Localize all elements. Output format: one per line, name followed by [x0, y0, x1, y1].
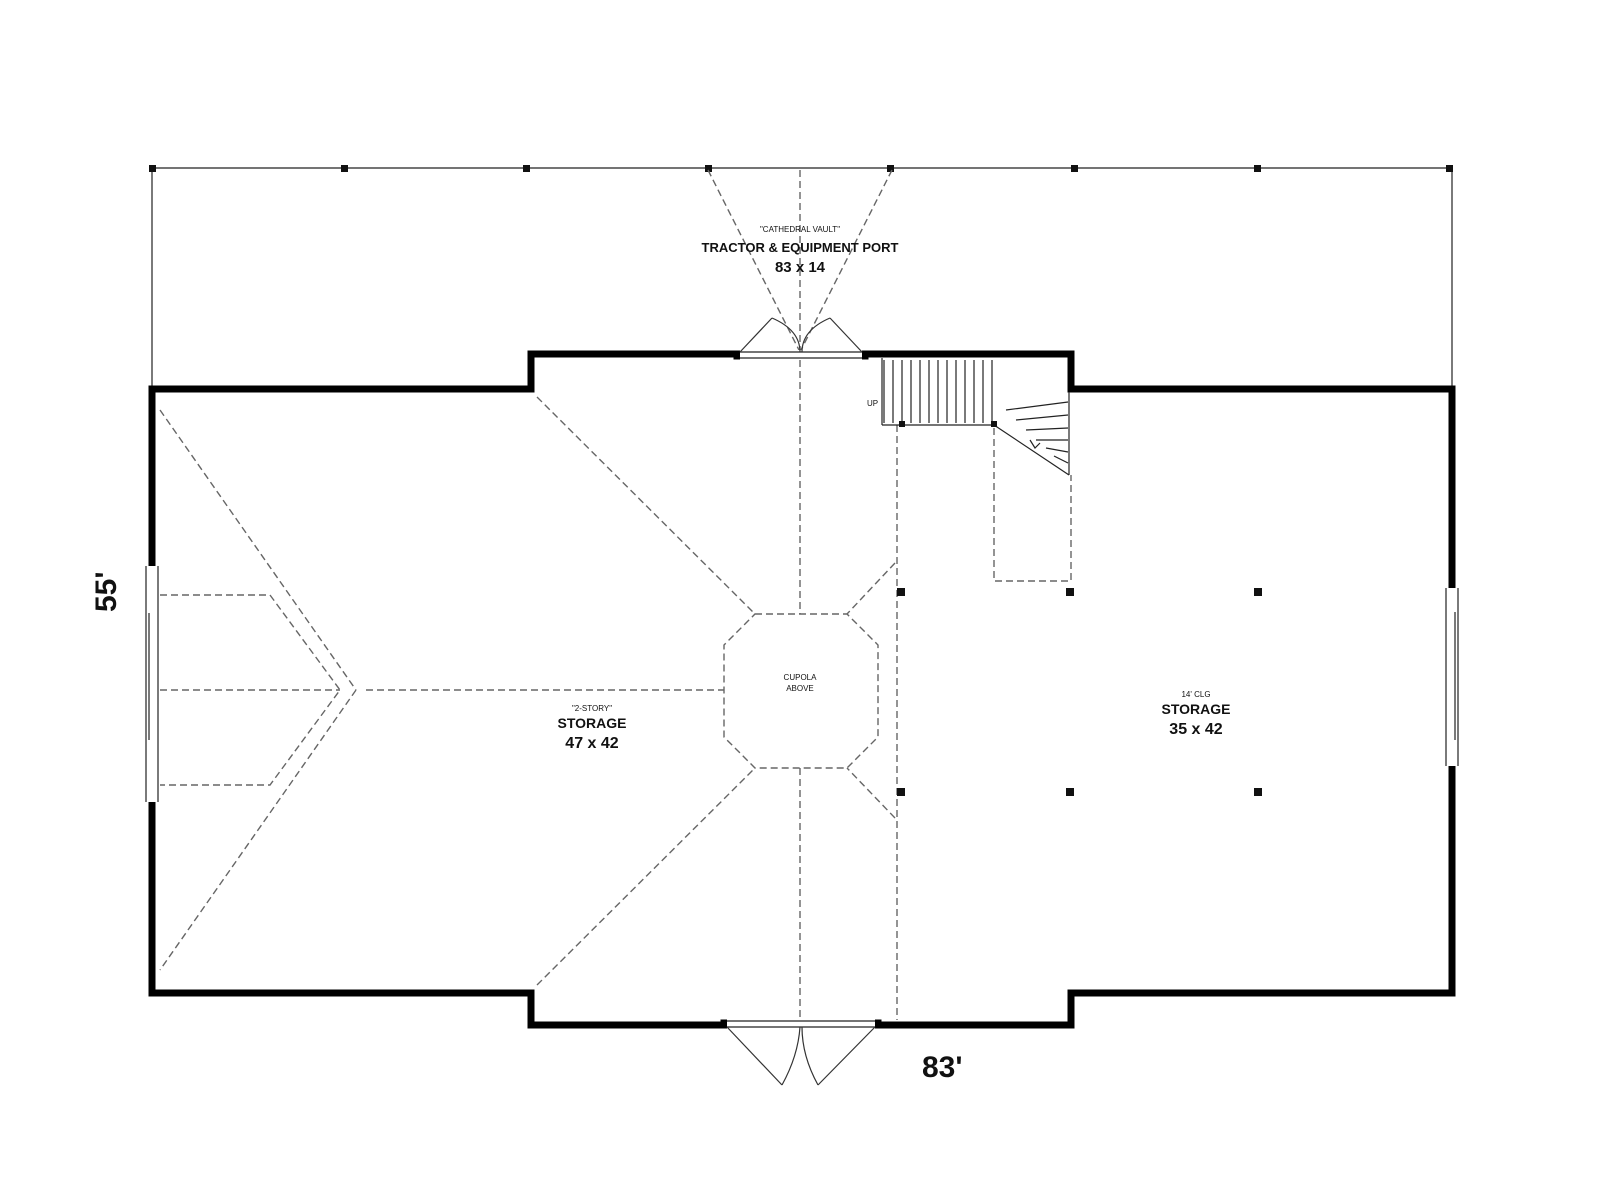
exterior-walls	[148, 350, 1456, 1029]
cupola-line2: ABOVE	[786, 684, 814, 693]
cathedral-vault-lines	[707, 169, 893, 353]
width-dimension: 83'	[922, 1051, 963, 1084]
storage-right-note: 14' CLG	[1181, 690, 1210, 699]
post	[1071, 165, 1078, 172]
stair[interactable]: UP	[867, 358, 1072, 582]
equipment-port-outline	[151, 167, 1453, 389]
storage-left-name: STORAGE	[558, 715, 627, 731]
post	[1254, 165, 1261, 172]
rear-double-door	[726, 1026, 876, 1086]
storage-right-name: STORAGE	[1162, 701, 1231, 717]
port-name: TRACTOR & EQUIPMENT PORT	[702, 240, 899, 255]
post	[523, 165, 530, 172]
post	[897, 588, 905, 596]
post	[1254, 788, 1262, 796]
port-double-door	[739, 317, 863, 353]
storage-left-size: 47 x 42	[565, 735, 618, 752]
cupola-outline	[723, 613, 879, 769]
post	[341, 165, 348, 172]
port-note: "CATHEDRAL VAULT"	[760, 225, 840, 234]
windows	[145, 566, 1459, 802]
post	[887, 165, 894, 172]
post	[1066, 588, 1074, 596]
stair-up-label: UP	[867, 399, 878, 408]
roof-hip-lines	[159, 360, 896, 1020]
depth-dimension: 55'	[90, 571, 123, 612]
storage-right-size: 35 x 42	[1169, 721, 1222, 738]
interior-posts	[897, 588, 1262, 796]
post	[149, 165, 156, 172]
post	[1066, 788, 1074, 796]
post	[897, 788, 905, 796]
port-posts	[149, 165, 1453, 172]
post	[1446, 165, 1453, 172]
cupola-line1: CUPOLA	[784, 673, 818, 682]
storage-left-note: "2-STORY"	[572, 704, 612, 713]
port-size: 83 x 14	[775, 259, 826, 276]
post	[705, 165, 712, 172]
post	[1254, 588, 1262, 596]
